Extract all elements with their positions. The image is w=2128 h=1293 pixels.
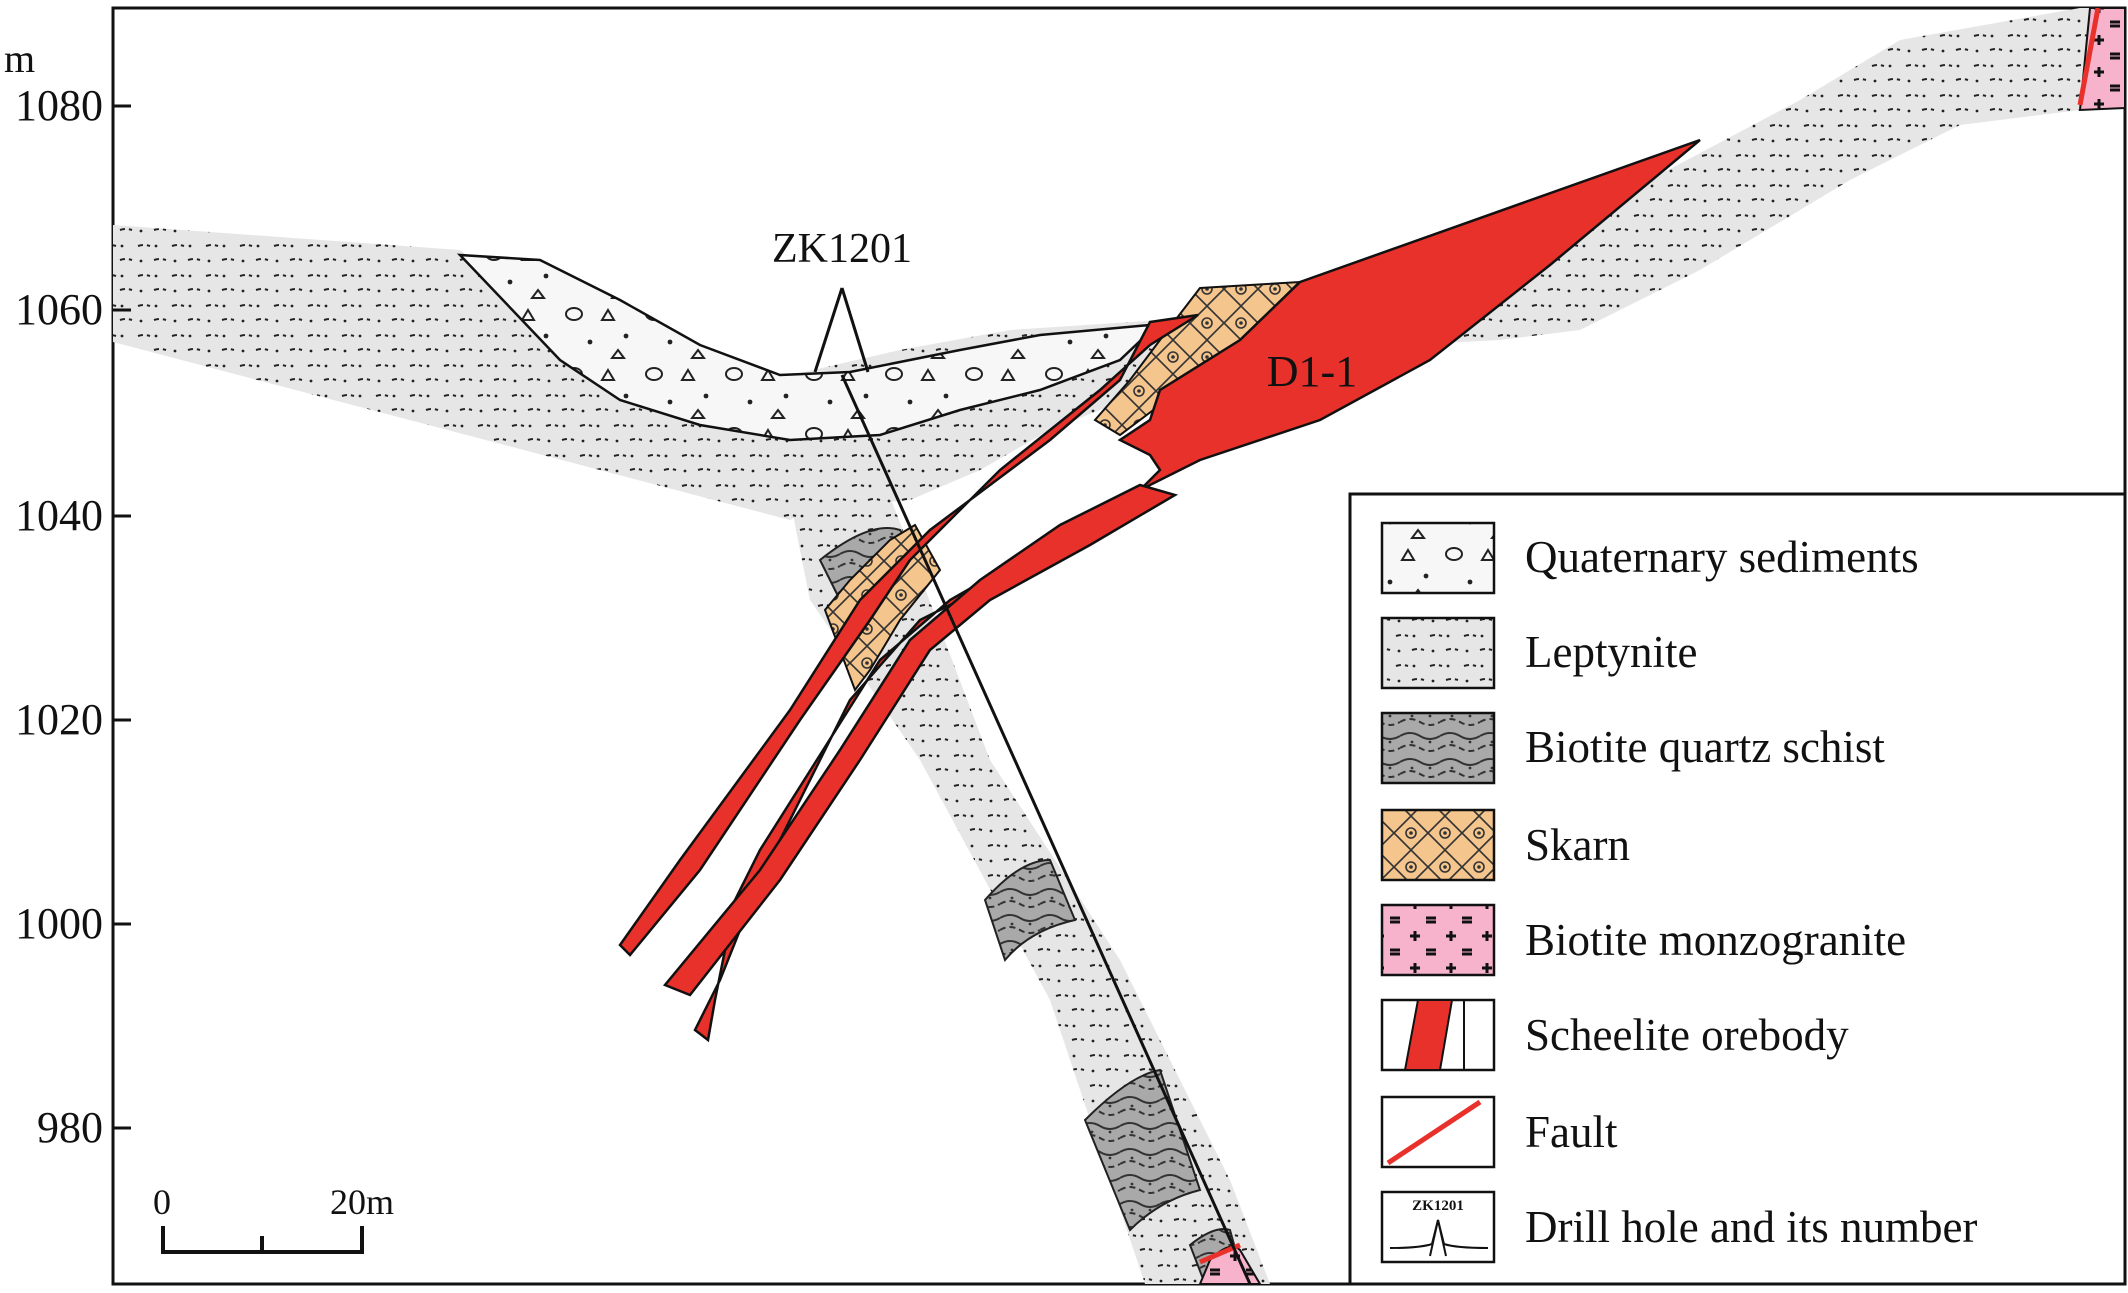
axis-tick-label: 1040	[15, 491, 103, 540]
legend-swatch-skarn	[1380, 808, 1496, 882]
legend-swatch-leptynite	[1380, 616, 1496, 690]
legend-label-quaternary: Quaternary sediments	[1525, 532, 1919, 582]
legend-label-monzogranite: Biotite monzogranite	[1525, 915, 1906, 965]
drill-hole-marker	[813, 287, 844, 373]
scale-start-label: 0	[153, 1182, 171, 1222]
legend-swatch-monzogranite	[1380, 903, 1496, 977]
legend-swatch-drillhole	[1380, 1190, 1496, 1264]
legend-label-schist: Biotite quartz schist	[1525, 722, 1885, 772]
axis-tick-label: 1060	[15, 285, 103, 334]
legend-orebody-shape	[1403, 999, 1454, 1071]
legend-drillhole-icon-text: ZK1201	[1412, 1198, 1464, 1214]
legend-label-skarn: Skarn	[1525, 820, 1630, 870]
axis-tick-label: 980	[37, 1103, 103, 1152]
scheelite-orebody-branch	[618, 313, 1199, 957]
legend-label-fault: Fault	[1525, 1107, 1618, 1157]
scale-bar: 0 20m	[153, 1182, 394, 1254]
elevation-axis: 1080 1060 1040 1020 1000 980	[15, 81, 131, 1152]
fault-line	[2077, 8, 2101, 106]
schist-lens	[983, 858, 1077, 963]
scheelite-orebody-branch	[662, 483, 1179, 997]
legend-fault-line	[1386, 1099, 1482, 1166]
drill-hole-label: ZK1201	[772, 226, 912, 272]
orebody-label: D1-1	[1267, 347, 1357, 396]
legend-label-orebody: Scheelite orebody	[1525, 1010, 1849, 1060]
scheelite-orebody-main	[693, 138, 1701, 1043]
legend-label-leptynite: Leptynite	[1525, 627, 1697, 677]
drill-hole-marker	[840, 287, 870, 373]
legend-label-drillhole: Drill hole and its number	[1525, 1202, 1977, 1252]
scale-end-label: 20m	[330, 1182, 394, 1222]
drill-hole-trace	[840, 374, 1252, 1284]
axis-unit: m	[4, 36, 35, 81]
legend: Quaternary sediments Leptynite Biotite q…	[1348, 492, 2127, 1286]
axis-tick-label: 1000	[15, 899, 103, 948]
axis-tick-label: 1020	[15, 695, 103, 744]
legend-swatch-schist	[1380, 711, 1496, 785]
legend-swatch-quaternary	[1380, 521, 1496, 595]
axis-tick-label: 1080	[15, 81, 103, 130]
